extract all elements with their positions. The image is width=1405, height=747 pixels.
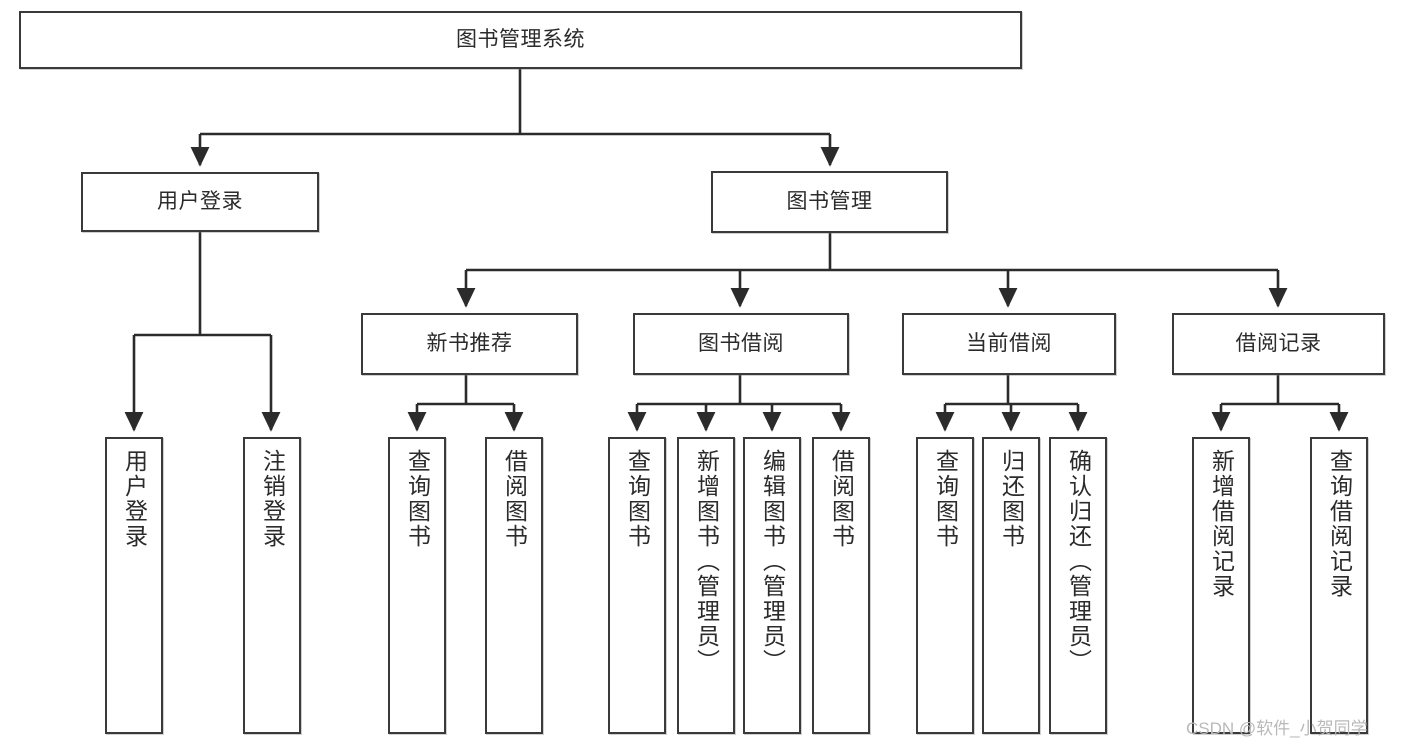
node-leaf-add-borrow-record[interactable]: 新增借阅记录 xyxy=(1192,437,1250,734)
node-leaf-borrow-book-recommend[interactable]: 借阅图书 xyxy=(485,437,543,734)
node-label: 归还图书 xyxy=(998,449,1025,549)
node-leaf-query-book-recommend[interactable]: 查询图书 xyxy=(388,437,446,734)
node-label: 新书推荐 xyxy=(426,332,513,356)
node-label: 借阅记录 xyxy=(1235,332,1322,356)
node-new-book-recommend[interactable]: 新书推荐 xyxy=(361,313,578,375)
node-borrow-record[interactable]: 借阅记录 xyxy=(1172,313,1385,375)
csdn-watermark: CSDN @软件_小贺同学 xyxy=(1186,719,1368,738)
node-leaf-add-book[interactable]: 新增图书（管理员） xyxy=(677,437,735,734)
node-label: 当前借阅 xyxy=(966,332,1052,356)
node-current-borrow[interactable]: 当前借阅 xyxy=(902,313,1116,375)
node-label: 编辑图书（管理员） xyxy=(759,449,786,674)
node-leaf-edit-book[interactable]: 编辑图书（管理员） xyxy=(743,437,801,734)
node-label: 借阅图书 xyxy=(828,449,855,549)
node-leaf-query-book-borrow[interactable]: 查询图书 xyxy=(608,437,666,734)
node-label: 新增借阅记录 xyxy=(1208,449,1235,599)
node-leaf-logout-login[interactable]: 注销登录 xyxy=(243,437,301,734)
node-label: 注销登录 xyxy=(259,449,286,549)
node-book-management-system[interactable]: 图书管理系统 xyxy=(19,11,1022,69)
node-leaf-confirm-return[interactable]: 确认归还（管理员） xyxy=(1049,437,1107,734)
node-label: 查询图书 xyxy=(624,449,651,549)
node-book-borrow[interactable]: 图书借阅 xyxy=(633,313,849,375)
node-label: 图书管理 xyxy=(786,190,873,214)
node-leaf-query-book-current[interactable]: 查询图书 xyxy=(916,437,974,734)
node-leaf-query-borrow-record[interactable]: 查询借阅记录 xyxy=(1310,437,1368,734)
node-label: 用户登录 xyxy=(121,449,148,549)
node-label: 查询借阅记录 xyxy=(1326,449,1353,599)
node-label: 用户登录 xyxy=(157,190,243,214)
node-label: 新增图书（管理员） xyxy=(693,449,720,674)
node-label: 图书借阅 xyxy=(698,332,784,356)
node-book-management[interactable]: 图书管理 xyxy=(711,171,948,233)
node-leaf-borrow-book[interactable]: 借阅图书 xyxy=(812,437,870,734)
node-label: 确认归还（管理员） xyxy=(1065,449,1092,674)
node-user-login[interactable]: 用户登录 xyxy=(81,172,319,232)
node-label: 查询图书 xyxy=(404,449,431,549)
node-label: 图书管理系统 xyxy=(456,28,585,52)
node-leaf-user-login[interactable]: 用户登录 xyxy=(105,437,163,734)
node-label: 查询图书 xyxy=(932,449,959,549)
node-leaf-return-book[interactable]: 归还图书 xyxy=(982,437,1040,734)
node-label: 借阅图书 xyxy=(501,449,528,549)
